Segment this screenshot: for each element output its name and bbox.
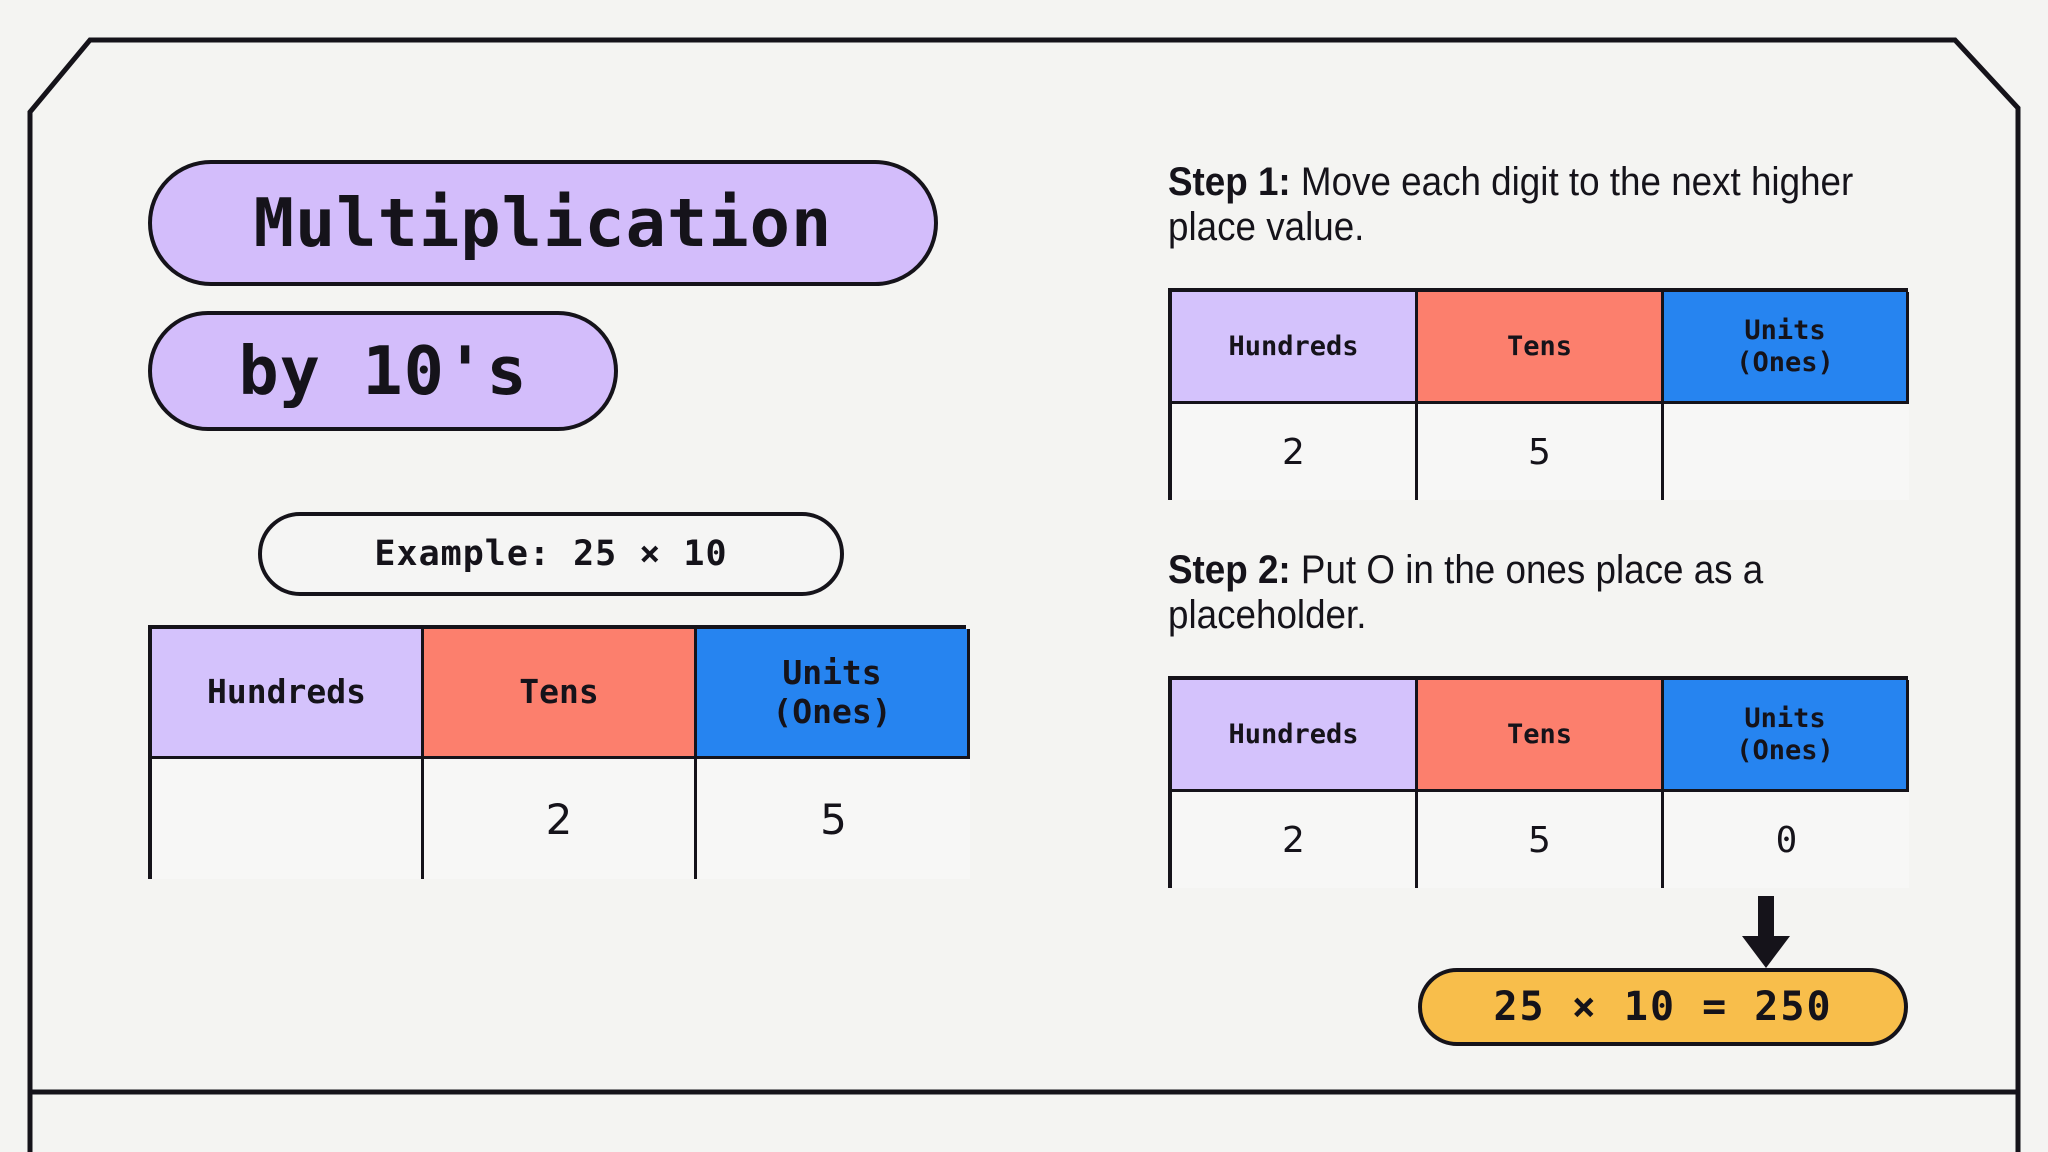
header-hundreds: Hundreds [152,629,424,759]
place-value-table-step-2: Hundreds Tens Units (Ones) 2 5 0 [1168,676,1909,888]
header-tens: Tens [1418,680,1664,792]
step-2-number: Step 2: [1168,548,1291,592]
header-units: Units (Ones) [1664,680,1909,792]
place-value-table-step-1: Hundreds Tens Units (Ones) 2 5 [1168,288,1909,500]
step-1-instruction: Move each digit to the next higher place… [1168,160,1854,249]
cell-units: 5 [697,759,970,879]
header-units-line-1: Units [782,652,882,692]
cell-tens: 5 [1418,792,1664,888]
header-units: Units (Ones) [1664,292,1909,404]
place-value-table-main: Hundreds Tens Units (Ones) 2 5 [148,625,970,879]
header-tens: Tens [1418,292,1664,404]
down-arrow-icon [1742,896,1790,968]
step-2-instruction: Put O in the ones place as a placeholder… [1168,548,1764,637]
cell-tens: 2 [424,759,697,879]
cell-hundreds: 2 [1172,404,1418,500]
example-label: Example: 25 × 10 [258,512,844,596]
header-units-line-1: Units [1744,314,1826,346]
header-units-line-1: Units [1744,702,1826,734]
cell-tens: 5 [1418,404,1664,500]
cell-units: 0 [1664,792,1909,888]
cell-units [1664,404,1909,500]
header-units-line-2: (Ones) [1736,346,1834,378]
header-units-line-2: (Ones) [772,691,892,731]
poster-title-line-1: Multiplication [148,160,938,286]
step-1-number: Step 1: [1168,160,1291,204]
header-units: Units (Ones) [697,629,970,759]
header-hundreds: Hundreds [1172,680,1418,792]
header-hundreds: Hundreds [1172,292,1418,404]
step-2-heading: Step 2: Put O in the ones place as a pla… [1168,548,1867,638]
poster-title-line-2: by 10's [148,311,618,431]
cell-hundreds: 2 [1172,792,1418,888]
header-units-line-2: (Ones) [1736,734,1834,766]
header-tens: Tens [424,629,697,759]
answer-result: 25 × 10 = 250 [1418,968,1908,1046]
step-1-heading: Step 1: Move each digit to the next high… [1168,160,1867,250]
cell-hundreds [152,759,424,879]
